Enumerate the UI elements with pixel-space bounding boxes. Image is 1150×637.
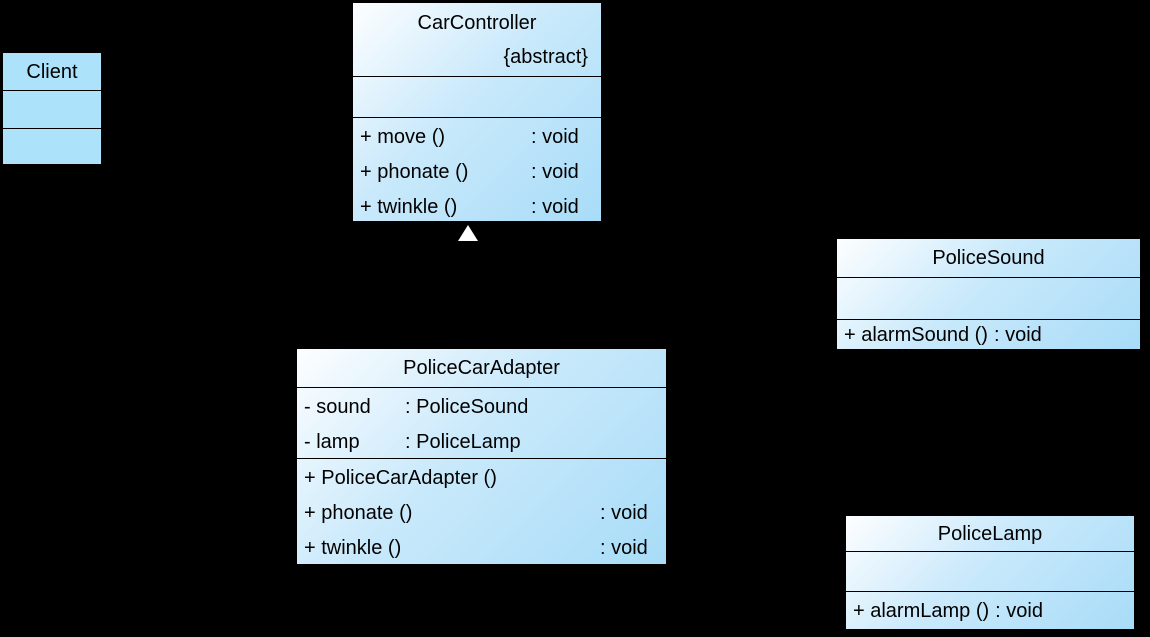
method-row: + phonate () : void — [353, 154, 601, 189]
attributes-compartment — [837, 277, 1140, 319]
method-row: + phonate () : void — [297, 495, 666, 530]
methods-compartment: + move () : void + phonate () : void + t… — [353, 117, 601, 221]
class-box-client[interactable]: Client — [2, 52, 102, 165]
method-signature: + PoliceCarAdapter () — [304, 466, 497, 489]
method-return-type: : void — [531, 195, 579, 218]
attribute-row: - lamp : PoliceLamp — [297, 424, 666, 458]
methods-compartment: + alarmSound () : void — [837, 319, 1140, 349]
method-return-type: : void — [531, 125, 579, 148]
method-return-type: : void — [600, 501, 648, 524]
attributes-compartment — [3, 90, 101, 128]
method-signature: + alarmSound () — [844, 323, 988, 346]
method-signature: + phonate () — [360, 160, 469, 183]
attribute-name: - sound — [304, 395, 371, 418]
class-box-police-lamp[interactable]: PoliceLamp + alarmLamp () : void — [845, 515, 1135, 630]
method-signature: + twinkle () — [360, 195, 458, 218]
method-row: + move () : void — [353, 119, 601, 154]
method-return-type: : void — [995, 599, 1043, 622]
class-name: PoliceCarAdapter — [403, 357, 560, 379]
attribute-type: : PoliceLamp — [405, 430, 521, 453]
class-title-compartment: PoliceSound — [837, 239, 1140, 277]
class-title-compartment: PoliceCarAdapter — [297, 349, 666, 387]
attribute-type: : PoliceSound — [405, 395, 529, 418]
method-signature: + twinkle () — [304, 536, 402, 559]
class-box-police-sound[interactable]: PoliceSound + alarmSound () : void — [836, 238, 1141, 350]
attribute-row: - sound : PoliceSound — [297, 389, 666, 424]
method-row: + PoliceCarAdapter () — [297, 460, 666, 495]
attributes-compartment — [353, 76, 601, 117]
methods-compartment — [3, 128, 101, 164]
class-box-police-car-adapter[interactable]: PoliceCarAdapter - sound : PoliceSound -… — [296, 348, 667, 565]
class-name: PoliceSound — [932, 247, 1045, 269]
class-title-compartment: PoliceLamp — [846, 516, 1134, 551]
method-return-type: : void — [993, 323, 1042, 346]
class-title-compartment: CarController {abstract} — [353, 3, 601, 76]
method-row: + twinkle () : void — [353, 189, 601, 221]
attributes-compartment — [846, 551, 1134, 591]
method-return-type: : void — [531, 160, 579, 183]
method-row: + alarmSound () : void — [837, 325, 1042, 345]
method-return-type: : void — [600, 536, 648, 559]
class-title-compartment: Client — [3, 53, 101, 90]
class-name: PoliceLamp — [937, 522, 1043, 545]
method-signature: + phonate () — [304, 501, 413, 524]
class-name: Client — [26, 60, 78, 83]
class-stereotype: {abstract} — [503, 45, 588, 68]
method-signature: + alarmLamp () — [853, 599, 990, 622]
class-name: CarController — [417, 11, 537, 34]
methods-compartment: + PoliceCarAdapter () + phonate () : voi… — [297, 458, 666, 564]
method-row: + twinkle () : void — [297, 530, 666, 564]
method-row: + alarmLamp () : void — [846, 601, 1043, 621]
generalization-arrowhead-icon[interactable] — [458, 225, 478, 241]
method-signature: + move () — [360, 125, 446, 148]
attributes-compartment: - sound : PoliceSound - lamp : PoliceLam… — [297, 387, 666, 458]
methods-compartment: + alarmLamp () : void — [846, 591, 1134, 629]
class-box-car-controller[interactable]: CarController {abstract} + move () : voi… — [352, 2, 602, 222]
attribute-name: - lamp — [304, 430, 360, 453]
